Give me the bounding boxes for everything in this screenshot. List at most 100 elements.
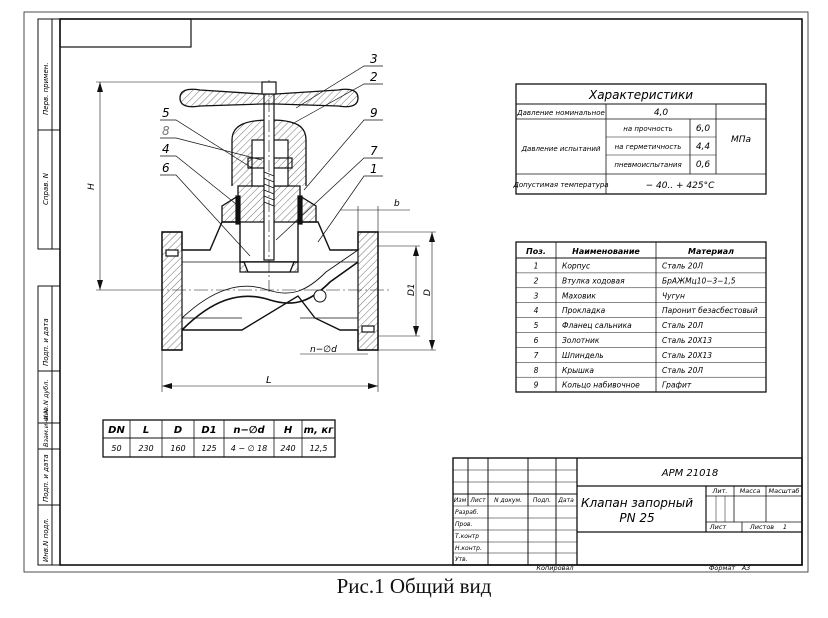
parts-cell-material: Сталь 20Х13 xyxy=(662,336,712,345)
outer-frame xyxy=(23,11,809,573)
callout-4: 4 xyxy=(162,142,170,156)
characteristics-table xyxy=(515,83,767,195)
dims-value-cell: 230 xyxy=(138,444,153,453)
tb-code: АРМ 21018 xyxy=(661,468,719,479)
parts-cell-name: Фланец сальника xyxy=(562,321,632,330)
parts-cell-pos: 1 xyxy=(534,262,539,271)
dims-header-cell: DN xyxy=(108,425,125,436)
parts-cell-name: Маховик xyxy=(562,291,596,300)
callout-3: 3 xyxy=(370,52,378,66)
tb-sheet: Лист xyxy=(709,523,727,531)
tb-sheets-num: 1 xyxy=(783,523,787,531)
tb-name-1: Клапан запорный xyxy=(581,496,693,510)
parts-header-pos: Поз. xyxy=(526,247,546,256)
char-tightness-label: на герметичность xyxy=(615,143,682,151)
callout-1: 1 xyxy=(370,162,378,176)
parts-cell-pos: 9 xyxy=(534,381,539,390)
valve-drawing xyxy=(161,80,379,351)
char-tightness-value: 4,4 xyxy=(696,142,711,152)
parts-cell-name: Корпус xyxy=(562,262,591,271)
dim-holes-label: n−∅d xyxy=(310,345,337,355)
dim-d1-label: D1 xyxy=(407,283,417,296)
parts-cell-material: Сталь 20Л xyxy=(662,262,703,271)
parts-cell-pos: 6 xyxy=(534,336,539,345)
callout-2: 2 xyxy=(370,70,378,84)
char-pneumatic-value: 0,6 xyxy=(696,160,711,170)
char-strength-value: 6,0 xyxy=(696,124,711,134)
dims-header-cell: m, кг xyxy=(304,425,334,436)
tb-sheets: Листов xyxy=(749,523,774,531)
callout-6: 6 xyxy=(162,161,170,175)
tb-scale: Масштаб xyxy=(769,487,800,495)
tb-lit: Лит. xyxy=(712,487,728,495)
tb-role-tkontr: Т.контр xyxy=(455,533,479,540)
copied-label: Копировал xyxy=(536,564,573,572)
tb-role-nkontr: Н.контр. xyxy=(455,545,482,552)
format-label: Формат xyxy=(709,564,736,572)
char-pneumatic-label: пневмоиспытания xyxy=(614,161,681,169)
parts-table xyxy=(515,241,767,393)
characteristics-title: Характеристики xyxy=(588,88,693,102)
parts-cell-pos: 5 xyxy=(534,321,539,330)
dims-value-cell: 12,5 xyxy=(310,444,328,453)
parts-cell-material: Сталь 20Х13 xyxy=(662,351,712,360)
strip-label-1: Перв. примен. xyxy=(42,62,50,115)
tb-col-sign: Подп. xyxy=(533,497,551,504)
char-test-label: Давление испытаний xyxy=(521,145,601,153)
strip-label-5: Взам.инв.N xyxy=(42,409,50,447)
dims-value-cell: 125 xyxy=(201,444,216,453)
strip-label-4: Инв.N дубл. xyxy=(42,379,50,420)
parts-header-material: Материал xyxy=(688,247,734,256)
strip-label-2: Справ. N xyxy=(42,172,50,205)
char-nominal-value: 4,0 xyxy=(654,108,669,118)
tb-mass: Масса xyxy=(740,487,761,495)
parts-cell-name: Втулка ходовая xyxy=(562,276,625,285)
parts-cell-name: Золотник xyxy=(562,336,600,345)
dimensions-table xyxy=(102,419,336,458)
dim-h-label: H xyxy=(87,183,97,190)
char-temp-value: − 40.. + 425°С xyxy=(646,181,716,191)
parts-table-rules xyxy=(516,272,766,378)
dims-header-cell: L xyxy=(143,425,149,436)
parts-cell-pos: 7 xyxy=(534,351,539,360)
strip-label-6: Подп. и дата xyxy=(42,454,50,502)
callout-7: 7 xyxy=(370,144,378,158)
parts-cell-material: Графит xyxy=(662,381,692,390)
parts-cell-pos: 8 xyxy=(534,366,539,375)
parts-cell-material: Сталь 20Л xyxy=(662,366,703,375)
dimension-lines xyxy=(96,81,436,392)
strip-label-3: Подп. и дата xyxy=(42,318,50,366)
callout-5: 5 xyxy=(162,106,170,120)
tb-col-date: Дата xyxy=(557,497,574,504)
dims-value-cell: 4 − ∅ 18 xyxy=(231,444,268,453)
parts-cell-name: Кольцо набивочное xyxy=(562,381,640,390)
callout-9: 9 xyxy=(370,106,378,120)
parts-cell-material: Сталь 20Л xyxy=(662,321,703,330)
tb-col-doc: N докум. xyxy=(494,497,522,504)
char-unit: МПа xyxy=(731,135,751,145)
parts-cell-name: Шпиндель xyxy=(562,351,604,360)
char-temp-label: Допустимая температура xyxy=(512,181,608,189)
parts-cell-name: Прокладка xyxy=(562,306,606,315)
parts-cell-material: Паронит безасбестовый xyxy=(662,306,758,315)
parts-cell-name: Крышка xyxy=(562,366,594,375)
parts-cell-pos: 4 xyxy=(534,306,539,315)
tb-role-prov: Пров. xyxy=(455,521,473,528)
dims-header-cell: D xyxy=(174,425,182,436)
dim-l-label: L xyxy=(266,375,272,386)
callout-8: 8 xyxy=(162,124,170,138)
format-value: А3 xyxy=(741,564,751,572)
figure-caption: Рис.1 Общий вид xyxy=(336,574,492,598)
tb-col-list: Лист xyxy=(469,497,486,504)
tb-col-izm: Изм xyxy=(454,497,467,504)
dims-value-cell: 160 xyxy=(170,444,185,453)
tb-role-razrab: Разраб. xyxy=(455,509,479,516)
dim-b-label: b xyxy=(394,199,400,209)
dims-header-cell: D1 xyxy=(201,425,216,436)
left-strip xyxy=(37,18,61,566)
dims-header-cell: n−∅d xyxy=(233,425,265,436)
tb-name-2: PN 25 xyxy=(619,511,654,525)
strip-label-7: Инв.N подл. xyxy=(42,518,50,562)
title-block xyxy=(452,457,803,566)
